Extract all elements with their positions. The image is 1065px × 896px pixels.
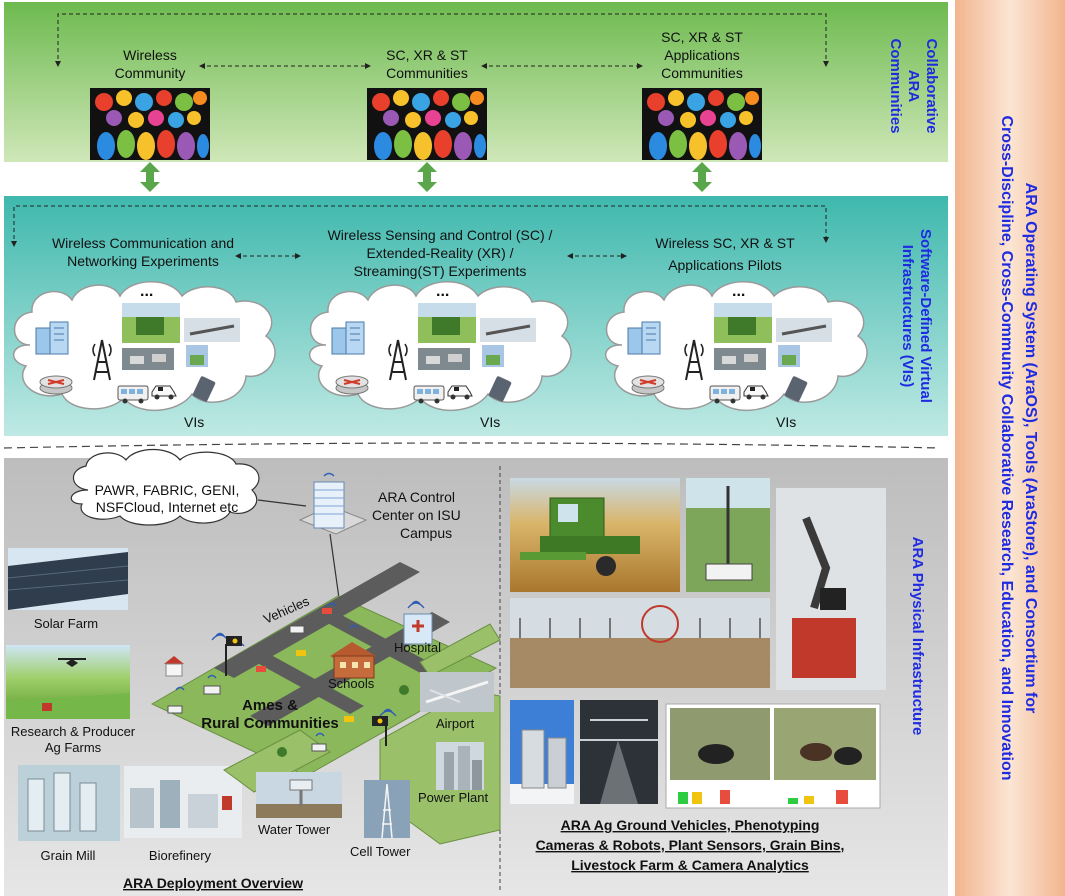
ag-farm-photo — [6, 645, 130, 719]
community-people-image — [367, 88, 487, 160]
svg-text:Cell Tower: Cell Tower — [350, 844, 411, 859]
community-people-image — [90, 88, 210, 160]
svg-text:Infrastructures (VIs): Infrastructures (VIs) — [899, 245, 916, 388]
tree-icon — [277, 685, 409, 757]
car-icon — [151, 385, 177, 400]
ag-caption: Cameras & Robots, Plant Sensors, Grain B… — [536, 837, 845, 853]
vi-cloud-dots: ... — [140, 283, 153, 300]
experiment-label: Wireless Sensing and Control (SC) / — [328, 227, 553, 243]
biorefinery-photo — [124, 766, 242, 838]
phone-icon — [192, 376, 216, 402]
svg-text:Community: Community — [115, 65, 186, 81]
antenna-icons — [175, 600, 425, 737]
svg-text:Center on ISU: Center on ISU — [372, 507, 461, 523]
side-title-line1: ARA Operating System (AraOS), Tools (Ara… — [1022, 183, 1039, 714]
cell-tower-photo — [364, 780, 410, 839]
control-center-building — [298, 472, 368, 535]
sensor-photo — [186, 345, 208, 367]
svg-text:Biorefinery: Biorefinery — [149, 848, 212, 863]
robot-arm-photo — [776, 488, 886, 690]
traffic-light-icon — [225, 636, 388, 746]
grain-mill-photo — [18, 765, 120, 841]
green-double-arrow — [140, 162, 712, 192]
server-icon — [35, 321, 69, 355]
experiment-label: Wireless SC, XR & ST — [655, 235, 795, 251]
svg-text:Airport: Airport — [436, 716, 475, 731]
experiment-label: Streaming(ST) Experiments — [354, 263, 527, 279]
vi-band-title: Software-Defined Virtual Infrastructures… — [899, 229, 934, 403]
side-title-line2: Cross-Discipline, Cross-Community Collab… — [998, 115, 1015, 780]
deployment-caption: ARA Deployment Overview — [123, 875, 303, 891]
vi-cloud: ... — [13, 281, 276, 430]
experiment-label: Extended-Reality (XR) / — [366, 245, 513, 261]
vi-cloud-label: VIs — [184, 414, 204, 430]
community-applications: SC, XR & ST Applications Communities — [642, 29, 762, 160]
svg-text:Applications: Applications — [664, 47, 740, 63]
svg-text:Ag Farms: Ag Farms — [45, 740, 102, 755]
svg-text:SC, XR & ST: SC, XR & ST — [386, 47, 468, 63]
ag-caption: ARA Ag Ground Vehicles, Phenotyping — [561, 817, 820, 833]
house-icon — [164, 656, 184, 677]
community-wireless: Wireless Community — [90, 47, 210, 160]
svg-text:Software-Defined Virtual: Software-Defined Virtual — [917, 229, 934, 403]
svg-text:Schools: Schools — [328, 676, 375, 691]
svg-text:Hospital: Hospital — [394, 640, 441, 655]
livestock-barn-photo — [580, 700, 658, 804]
vi-dashed-loop — [11, 205, 829, 247]
svg-text:NSFCloud, Internet etc: NSFCloud, Internet etc — [96, 499, 238, 515]
router-icon — [39, 375, 73, 395]
drone-photo — [184, 318, 240, 342]
svg-text:Communities: Communities — [887, 38, 904, 133]
physical-band-title: ARA Physical Infrastructure — [909, 537, 926, 736]
svg-text:ARA Physical Infrastructure: ARA Physical Infrastructure — [909, 537, 926, 736]
svg-text:Collaborative: Collaborative — [923, 38, 940, 133]
svg-text:ARA: ARA — [905, 70, 922, 103]
camera-analytics-photo — [665, 703, 881, 809]
side-band — [955, 0, 1065, 896]
svg-text:Power Plant: Power Plant — [418, 790, 488, 805]
combine-harvester-photo — [510, 478, 680, 592]
cell-tower-icon — [92, 339, 112, 381]
svg-text:Communities: Communities — [661, 65, 743, 81]
hospital-building — [403, 613, 433, 645]
svg-text:Wireless: Wireless — [123, 47, 177, 63]
bus-icon — [117, 385, 149, 404]
side-title: ARA Operating System (AraOS), Tools (Ara… — [998, 115, 1039, 780]
experiment-label: Wireless Communication and — [52, 235, 234, 251]
communities-dashed-loop — [55, 13, 829, 67]
airport-photo — [420, 672, 494, 712]
water-tower-photo — [256, 772, 342, 818]
power-plant-photo — [436, 742, 484, 790]
svg-text:ARA Control: ARA Control — [378, 489, 455, 505]
schools-building — [330, 642, 376, 679]
traffic-photo — [122, 348, 174, 370]
experiment-label: Applications Pilots — [668, 257, 782, 273]
phenotyping-robot-photo — [686, 478, 770, 592]
svg-text:Solar Farm: Solar Farm — [34, 616, 98, 631]
external-networks-cloud: PAWR, FABRIC, GENI, NSFCloud, Internet e… — [70, 449, 260, 526]
community-people-image — [642, 88, 762, 160]
harvester-photo — [122, 303, 180, 343]
cloud-to-control-link — [257, 499, 307, 507]
ag-caption: Livestock Farm & Camera Analytics — [571, 857, 809, 873]
field-sensors-photo — [510, 598, 770, 688]
solar-farm-photo — [7, 548, 129, 610]
svg-text:Campus: Campus — [400, 525, 452, 541]
communities-band-title: Collaborative ARA Communities — [887, 38, 940, 133]
ames-label: Ames & — [242, 697, 298, 714]
svg-text:SC, XR & ST: SC, XR & ST — [661, 29, 743, 45]
grain-bins-photo — [510, 700, 574, 804]
svg-text:PAWR, FABRIC, GENI,: PAWR, FABRIC, GENI, — [95, 482, 240, 498]
svg-text:Research & Producer: Research & Producer — [11, 724, 136, 739]
community-sc-xr-st: SC, XR & ST Communities — [367, 47, 487, 160]
layer-separator — [3, 442, 941, 449]
svg-text:Grain Mill: Grain Mill — [41, 848, 96, 863]
ames-label: Rural Communities — [201, 715, 339, 732]
svg-text:Water Tower: Water Tower — [258, 822, 331, 837]
small-vehicles — [167, 608, 354, 752]
experiment-label: Networking Experiments — [67, 253, 219, 269]
svg-text:Communities: Communities — [386, 65, 468, 81]
